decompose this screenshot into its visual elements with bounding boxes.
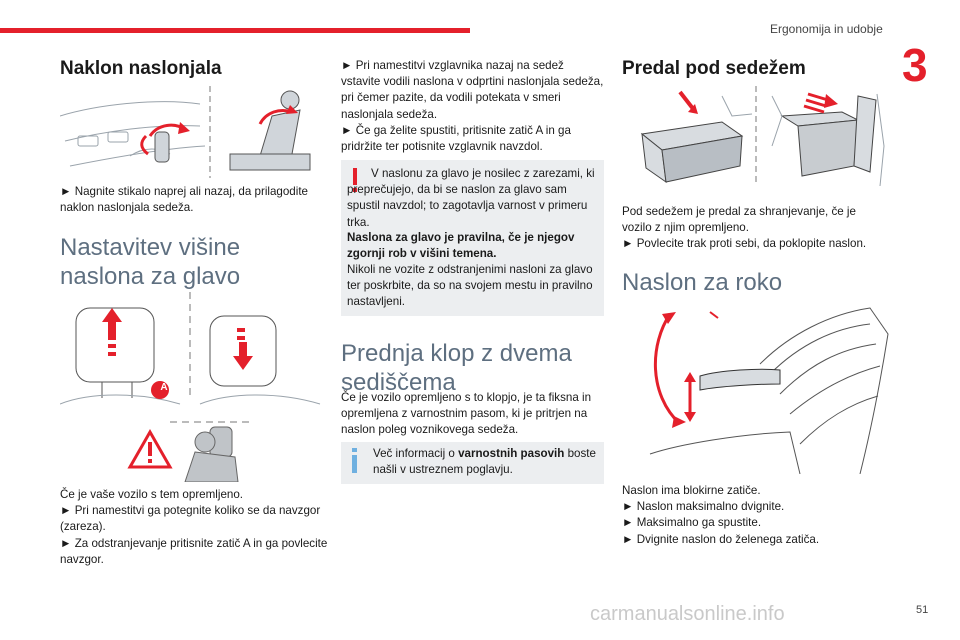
seatback-tilt-figure [60, 86, 311, 178]
figure-label-a: A [160, 382, 168, 393]
headrest-text-line: Če je vaše vozilo s tem opremljeno. [60, 488, 244, 501]
headrest-height-text: Če je vaše vozilo s tem opremljeno. ► Pr… [60, 487, 328, 568]
page-number: 51 [916, 604, 929, 616]
install-text-line: ► Če ga želite spustiti, pritisnite zati… [341, 123, 571, 154]
headrest-install-text: ► Pri namestitvi vzglavnika nazaj na sed… [341, 58, 606, 155]
info-box [341, 442, 604, 484]
info-text-pre: Več informacij o [373, 447, 459, 460]
headrest-text-line: ► Za odstranjevanje pritisnite zatič A i… [60, 536, 328, 566]
headrest-text-line: ► Pri namestitvi ga potegnite koliko se … [60, 504, 321, 534]
heading-headrest-height: Nastavitev višine naslona za glavo [60, 234, 241, 290]
heading-seatback-tilt: Naklon naslonjala [60, 58, 222, 79]
armrest-text-line: ► Maksimalno ga spustite. [622, 516, 762, 530]
seatback-tilt-text: ► Nagnite stikalo naprej ali nazaj, da p… [60, 185, 309, 215]
armrest-figure [649, 307, 889, 474]
warning-icon [353, 168, 357, 192]
heading-under-seat-drawer: Predal pod sedežem [622, 58, 806, 79]
info-text-post: boste našli v ustreznem poglavju. [373, 447, 596, 477]
armrest-text-line: ► Naslon maksimalno dvignite. [622, 500, 785, 514]
armrest-text: Naslon ima blokirne zatiče. ► Naslon mak… [622, 483, 887, 548]
front-bench-text: Če je vozilo opremljeno s to klopjo, je … [341, 391, 592, 437]
warning-bold: Naslona za glavo je pravilna, če je njeg… [347, 231, 575, 261]
info-text-bold: varnostnih pasovih [458, 447, 565, 460]
headrest-height-figure [60, 292, 321, 482]
drawer-text-line: ► Povlecite trak proti sebi, da poklopit… [622, 237, 867, 251]
info-text: Več informacij o varnostnih pasovih bost… [373, 446, 599, 478]
heading-armrest: Naslon za roko [622, 269, 783, 296]
chapter-number: 3 [902, 39, 928, 91]
heading-front-bench: Prednja klop z dvema sediščema [341, 340, 572, 396]
under-seat-drawer-text: Pod sedežem je predal za shranjevanje, č… [622, 204, 887, 253]
armrest-text-line: Naslon ima blokirne zatiče. [622, 484, 761, 497]
install-text-line: ► Pri namestitvi vzglavnika nazaj na sed… [341, 59, 604, 121]
info-icon [352, 448, 357, 473]
watermark: carmanualsonline.info [590, 603, 785, 625]
under-seat-drawer-figure [640, 86, 885, 186]
armrest-text-line: ► Dvignite naslon do želenega zatiča. [622, 532, 820, 546]
section-title: Ergonomija in udobje [770, 22, 883, 36]
warning-outro: Nikoli ne vozite z odstranjenimi nasloni… [347, 263, 593, 309]
header-accent-bar [0, 28, 470, 33]
drawer-text-line: Pod sedežem je predal za shranjevanje, č… [622, 205, 856, 235]
warning-intro: V naslonu za glavo je nosilec z zarezami… [347, 167, 595, 229]
warning-box [341, 160, 604, 316]
